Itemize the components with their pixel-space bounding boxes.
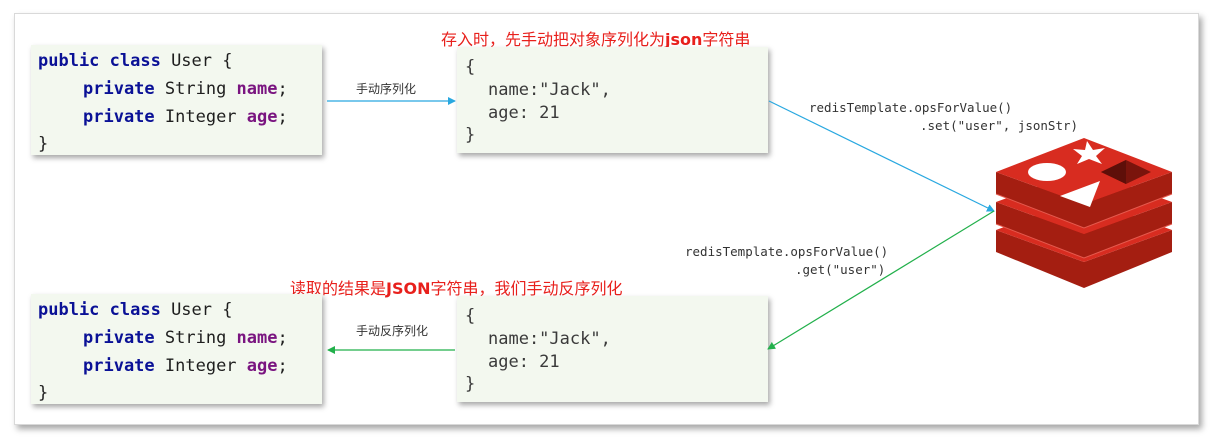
store-arrow (768, 100, 995, 212)
store-caption: 存入时，先手动把对象序列化为json字符串 (441, 30, 751, 49)
java-class-box-bottom: public class User { private String name;… (31, 294, 322, 404)
json-box-bottom: { name:"Jack", age: 21 } (457, 296, 768, 402)
serialize-label: 手动序列化 (356, 82, 417, 96)
set-call-line2: .set("user", jsonStr) (920, 118, 1079, 133)
read-caption: 读取的结果是JSON字符串，我们手动反序列化 (290, 279, 623, 298)
java-class-box-top: public class User { private String name;… (31, 45, 322, 155)
deserialize-label: 手动反序列化 (356, 324, 429, 338)
set-call-line1: redisTemplate.opsForValue() (809, 100, 1013, 115)
get-call-line2: .get("user") (795, 262, 886, 277)
redis-logo-icon (995, 138, 1173, 288)
get-call-line1: redisTemplate.opsForValue() (685, 244, 889, 259)
read-arrow (767, 210, 995, 350)
json-box-top: { name:"Jack", age: 21 } (457, 47, 768, 153)
